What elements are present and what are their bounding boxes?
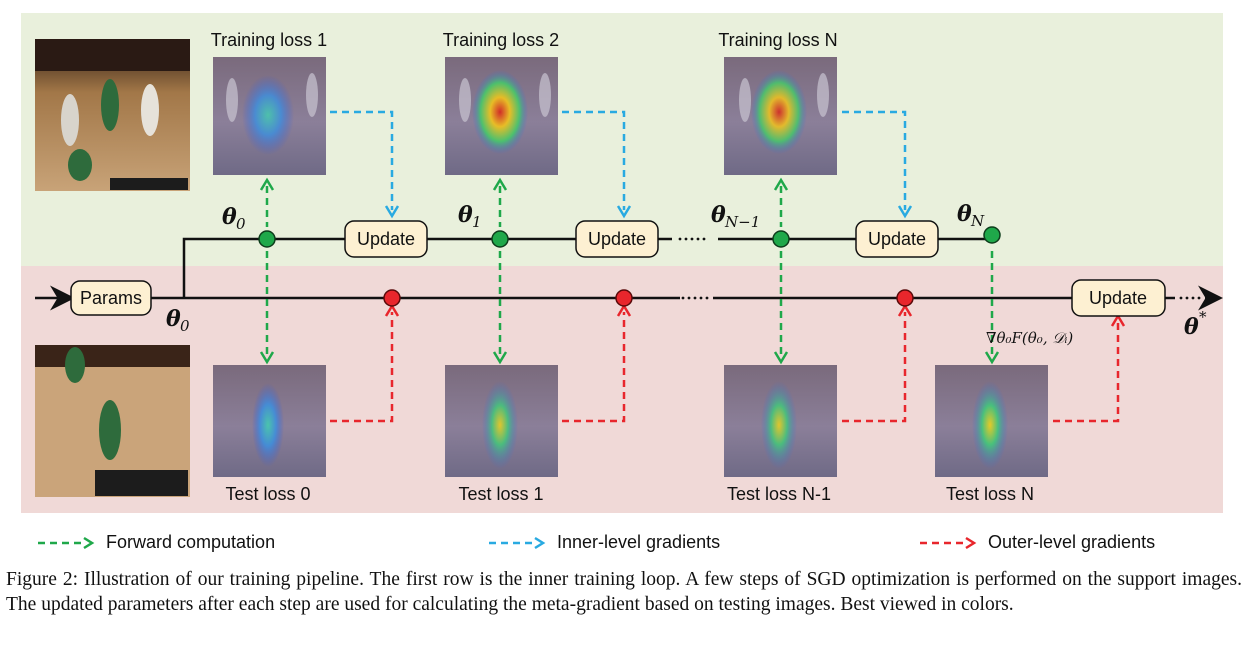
svg-text:θ: θ <box>166 306 181 332</box>
forward-computation-arrows <box>265 186 994 356</box>
test-loss-n-label: Test loss N <box>946 484 1034 504</box>
inner-arrowheads <box>384 205 913 219</box>
legend-inner-label: Inner-level gradients <box>557 532 721 552</box>
green-dashed-arrow-icon <box>38 536 95 549</box>
theta-0-inner-label: θ 0 <box>222 204 246 233</box>
training-loss-2-image <box>445 57 558 175</box>
test-loss-0-label: Test loss 0 <box>225 484 310 504</box>
theta-n-label: θ N <box>957 201 985 230</box>
test-loss-n-minus-1-label: Test loss N-1 <box>727 484 831 504</box>
test-loss-n-image <box>935 365 1048 477</box>
ellipsis-dots <box>678 237 1201 300</box>
legend: Forward computation Inner-level gradient… <box>0 528 1248 564</box>
training-loss-n-label: Training loss N <box>718 30 837 50</box>
svg-text:0: 0 <box>236 215 246 233</box>
svg-text:N: N <box>970 212 985 230</box>
legend-forward-label: Forward computation <box>106 532 276 552</box>
training-loss-1-label: Training loss 1 <box>211 30 327 50</box>
test-loss-1-image <box>445 365 558 477</box>
test-loss-n-minus-1-image <box>724 365 837 477</box>
training-loss-n-image <box>724 57 837 175</box>
support-image-thumbnail <box>35 39 190 191</box>
meta-gradient-label: ∇θ₀F(θ₀, 𝒟ᵢ) <box>986 329 1073 347</box>
params-box: Params <box>70 280 152 316</box>
svg-text:θ: θ <box>1184 314 1199 340</box>
query-image-thumbnail <box>35 345 190 497</box>
outer-gradient-arrows <box>330 312 1120 423</box>
inner-gradient-arrows <box>330 110 907 210</box>
svg-text:θ: θ <box>711 202 726 228</box>
update-box-outer-label: Update <box>1089 288 1147 308</box>
theta-n-minus-1-label: θ N−1 <box>711 202 760 231</box>
update-box-2: Update <box>575 220 659 258</box>
test-loss-0-image <box>213 365 326 477</box>
legend-outer: Outer-level gradients <box>918 532 1155 553</box>
update-box-2-label: Update <box>588 229 646 249</box>
update-box-3: Update <box>855 220 939 258</box>
legend-forward: Forward computation <box>36 532 275 553</box>
svg-text:0: 0 <box>180 317 190 335</box>
red-dashed-arrow-icon <box>920 536 977 549</box>
training-loss-1-image <box>213 57 326 175</box>
svg-text:θ: θ <box>458 202 473 228</box>
update-box-3-label: Update <box>868 229 926 249</box>
theta-star-label: θ * <box>1184 308 1207 340</box>
svg-text:*: * <box>1199 308 1207 326</box>
legend-outer-label: Outer-level gradients <box>988 532 1156 552</box>
update-box-1: Update <box>344 220 428 258</box>
figure-caption: Figure 2: Illustration of our training p… <box>6 569 1242 615</box>
pipeline-diagram: Params Update Update Update Update Train… <box>21 13 1223 513</box>
theta-0-outer-label: θ 0 <box>166 306 190 335</box>
update-box-1-label: Update <box>357 229 415 249</box>
outer-nodes <box>383 289 914 307</box>
inner-nodes <box>258 226 1001 248</box>
svg-text:N−1: N−1 <box>724 213 760 231</box>
blue-dashed-arrow-icon <box>489 536 546 549</box>
training-loss-2-label: Training loss 2 <box>443 30 559 50</box>
svg-text:θ: θ <box>957 201 972 227</box>
params-box-label: Params <box>80 288 142 308</box>
legend-inner: Inner-level gradients <box>487 532 720 553</box>
test-loss-1-label: Test loss 1 <box>458 484 543 504</box>
update-box-outer: Update <box>1071 279 1166 317</box>
svg-text:1: 1 <box>472 213 482 231</box>
svg-text:θ: θ <box>222 204 237 230</box>
forward-arrowheads <box>259 177 1000 365</box>
theta-1-label: θ 1 <box>458 202 482 231</box>
